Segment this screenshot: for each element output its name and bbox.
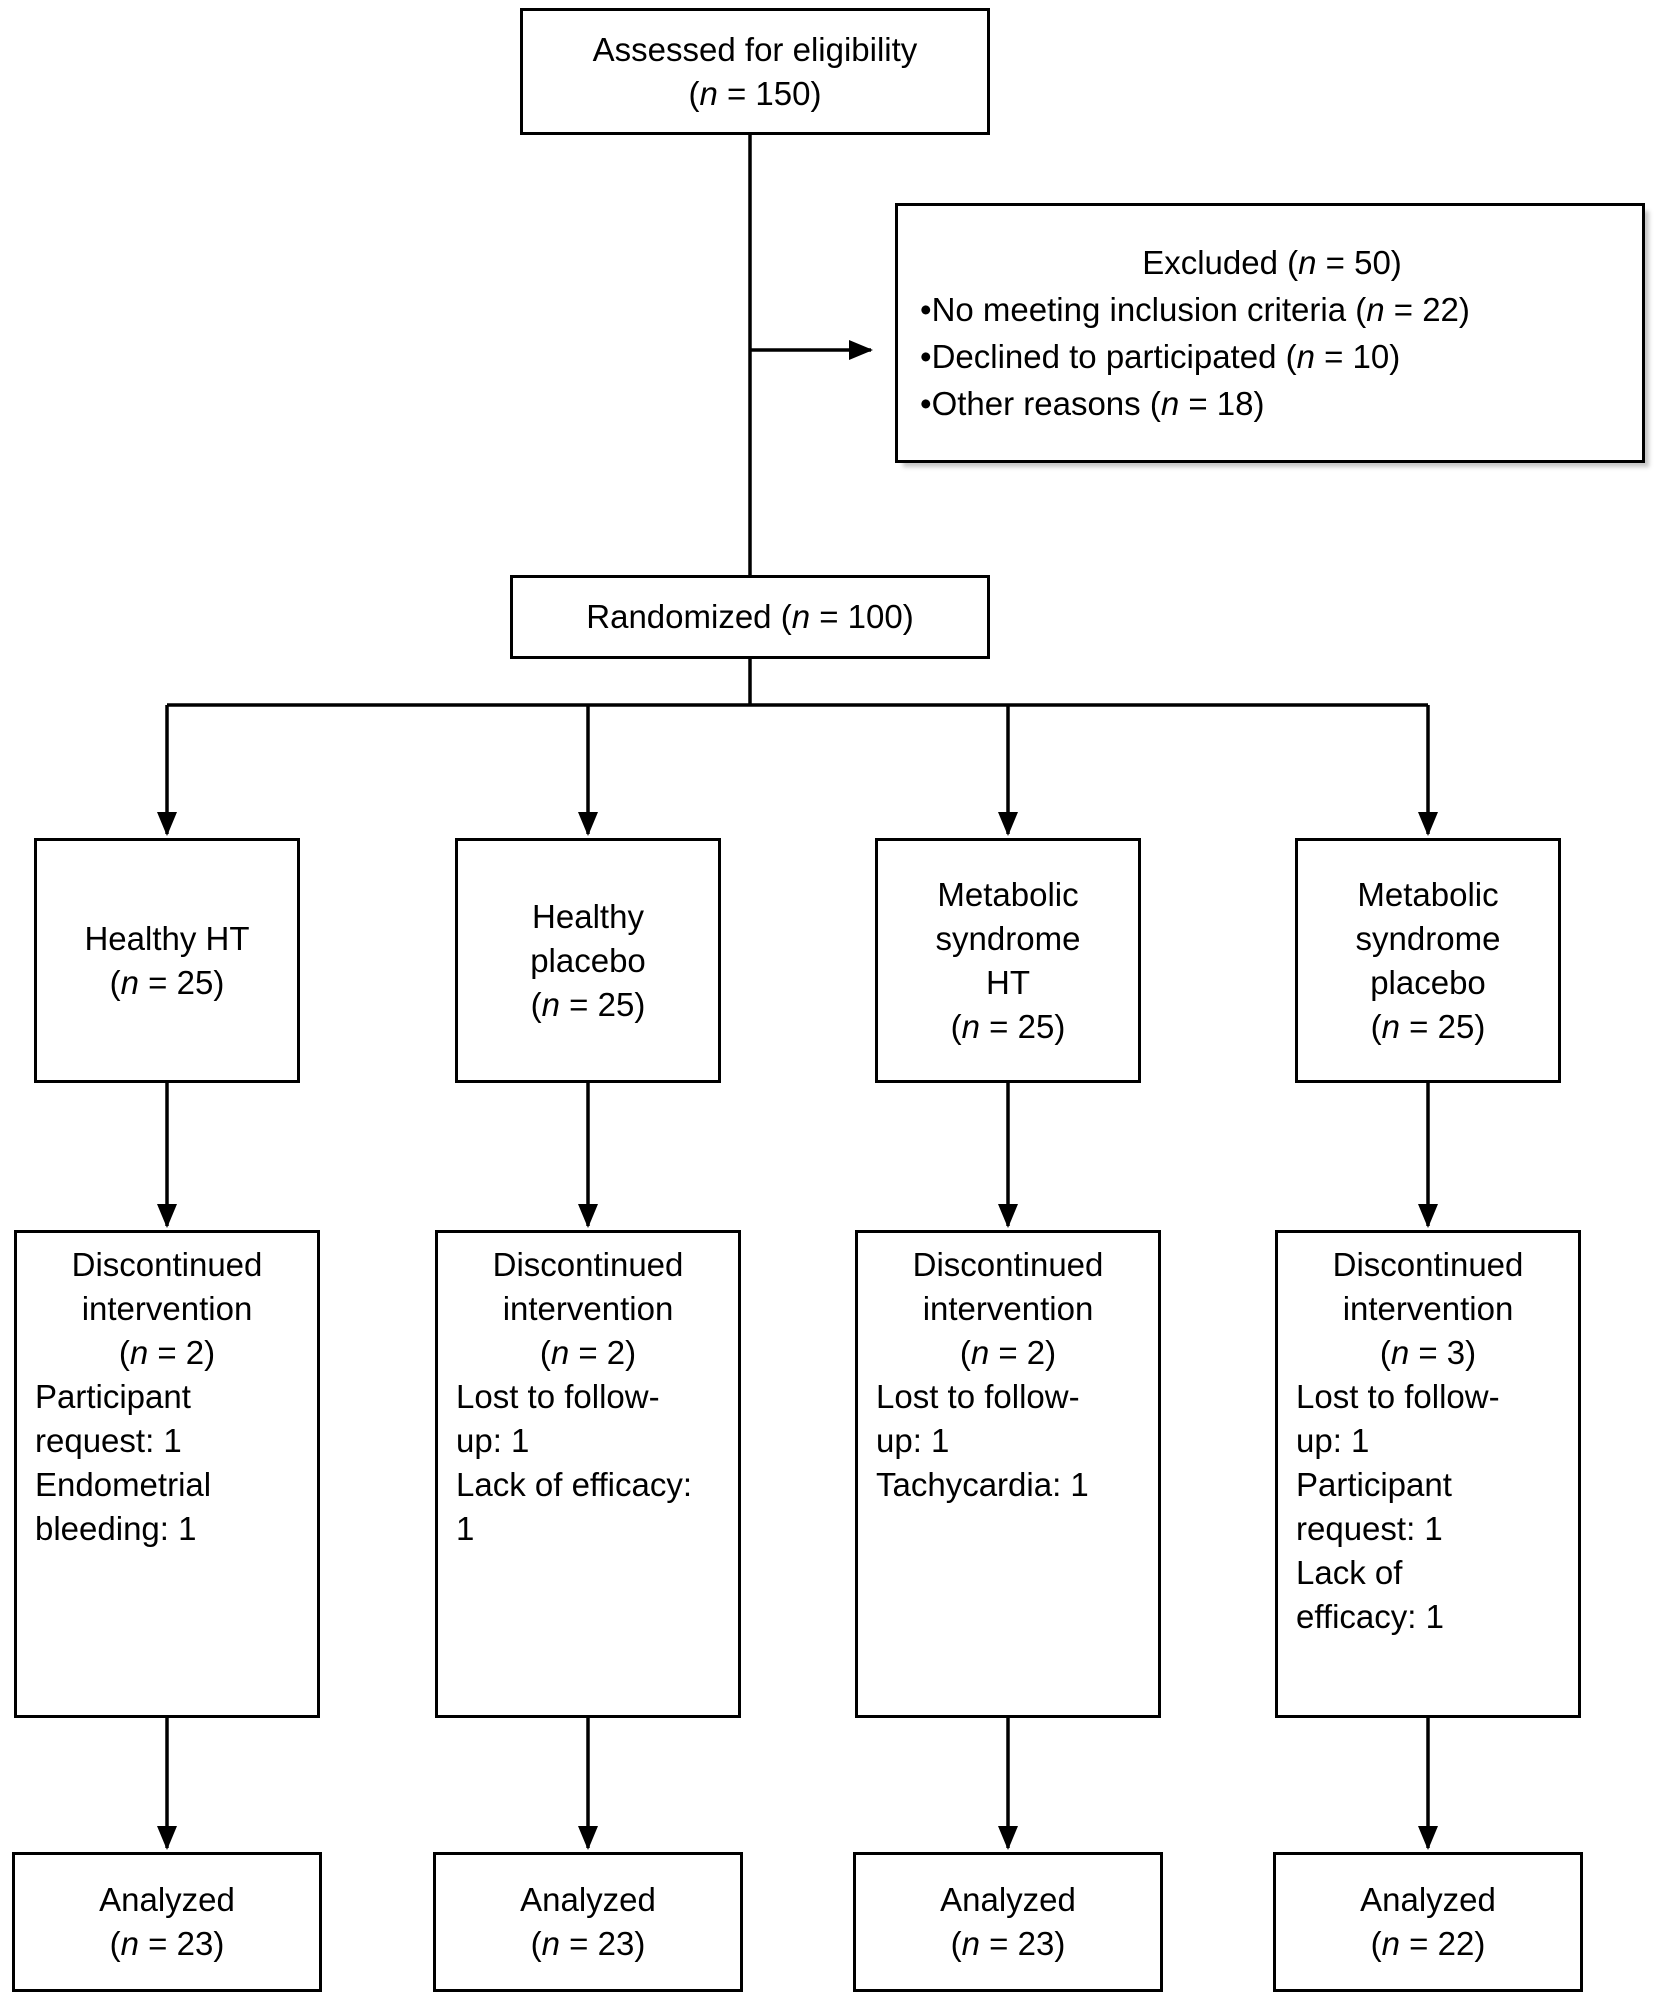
bullet-icon: • bbox=[920, 291, 932, 328]
bullet-icon: • bbox=[920, 385, 932, 422]
excluded-item: •Declined to participated (n = 10) bbox=[920, 333, 1624, 380]
randomized-text: Randomized (n = 100) bbox=[586, 598, 914, 635]
analyzed-text: Analyzed(n = 23) bbox=[99, 1881, 235, 1962]
analyzed-text: Analyzed(n = 22) bbox=[1360, 1881, 1496, 1962]
analyzed-text: Analyzed(n = 23) bbox=[940, 1881, 1076, 1962]
bullet-icon: • bbox=[920, 338, 932, 375]
analyzed-box-healthy-placebo: Analyzed(n = 23) bbox=[433, 1852, 743, 1992]
excluded-item-text: Other reasons (n = 18) bbox=[931, 385, 1265, 422]
analyzed-text: Analyzed(n = 23) bbox=[520, 1881, 656, 1962]
analyzed-box-healthy-ht: Analyzed(n = 23) bbox=[12, 1852, 322, 1992]
analyzed-box-metabolic-syndrome-ht: Analyzed(n = 23) bbox=[853, 1852, 1163, 1992]
excluded-item: •No meeting inclusion criteria (n = 22) bbox=[920, 286, 1624, 333]
excluded-title: Excluded (n = 50) bbox=[1142, 244, 1402, 281]
assessed-box: Assessed for eligibility(n = 150) bbox=[520, 8, 990, 135]
excluded-item: •Other reasons (n = 18) bbox=[920, 380, 1624, 427]
excluded-box: Excluded (n = 50) •No meeting inclusion … bbox=[895, 203, 1645, 463]
arm-text: Healthy HT(n = 25) bbox=[84, 919, 250, 1001]
arm-box-healthy-ht: Healthy HT(n = 25) bbox=[34, 838, 300, 1083]
analyzed-box-metabolic-syndrome-placebo: Analyzed(n = 22) bbox=[1273, 1852, 1583, 1992]
excluded-item-text: No meeting inclusion criteria (n = 22) bbox=[931, 291, 1470, 328]
excluded-item-text: Declined to participated (n = 10) bbox=[931, 338, 1401, 375]
randomized-box: Randomized (n = 100) bbox=[510, 575, 990, 659]
assessed-text: Assessed for eligibility(n = 150) bbox=[592, 30, 918, 112]
